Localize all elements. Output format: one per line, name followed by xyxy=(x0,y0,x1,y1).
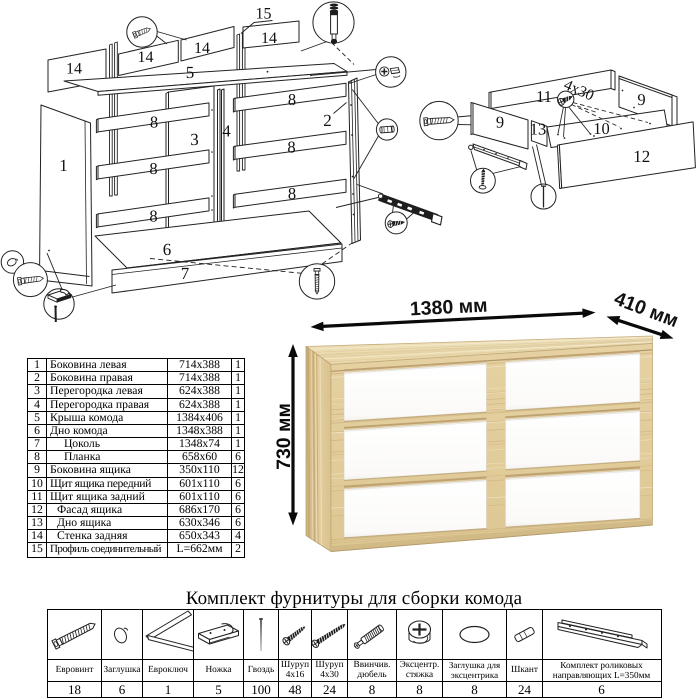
svg-text:4: 4 xyxy=(222,122,231,141)
svg-text:7: 7 xyxy=(181,264,190,283)
svg-text:1: 1 xyxy=(59,156,68,175)
svg-text:730 мм: 730 мм xyxy=(273,403,295,470)
svg-text:14: 14 xyxy=(261,30,277,47)
svg-text:15: 15 xyxy=(256,6,272,23)
svg-text:5: 5 xyxy=(186,63,195,82)
svg-text:13: 13 xyxy=(530,120,547,139)
svg-text:14: 14 xyxy=(194,40,210,57)
svg-text:3: 3 xyxy=(190,130,199,149)
svg-text:8: 8 xyxy=(287,138,295,157)
svg-text:8: 8 xyxy=(288,90,296,109)
svg-text:9: 9 xyxy=(637,90,645,109)
svg-text:2: 2 xyxy=(323,111,332,130)
svg-text:8: 8 xyxy=(149,207,157,226)
svg-text:8: 8 xyxy=(149,159,157,178)
svg-text:1380 мм: 1380 мм xyxy=(409,295,488,321)
svg-text:410 мм: 410 мм xyxy=(611,288,681,332)
svg-text:6: 6 xyxy=(163,240,172,259)
svg-text:10: 10 xyxy=(593,119,610,138)
svg-text:9: 9 xyxy=(496,113,504,132)
svg-text:14: 14 xyxy=(66,61,82,78)
svg-text:8: 8 xyxy=(288,184,296,203)
svg-text:8: 8 xyxy=(150,113,158,132)
svg-text:14: 14 xyxy=(138,49,154,66)
svg-text:11: 11 xyxy=(536,87,552,106)
svg-text:12: 12 xyxy=(633,147,650,166)
